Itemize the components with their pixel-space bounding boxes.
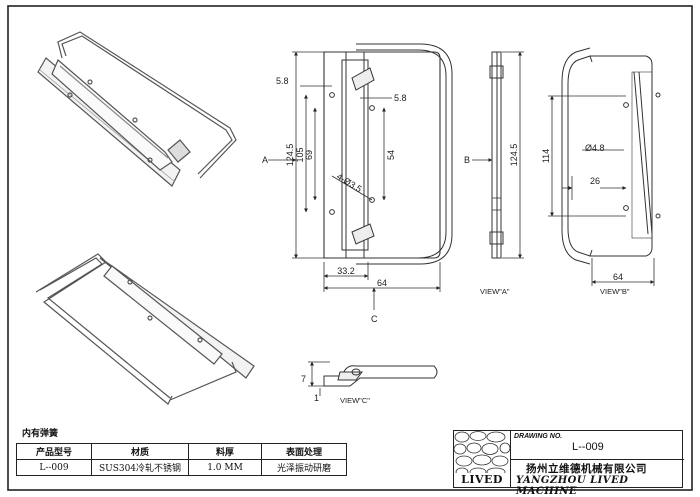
dim-54: 54 — [386, 150, 396, 160]
drawing-frame — [7, 5, 693, 491]
isometric-view-top — [37, 31, 237, 187]
front-view-dimensions — [268, 51, 441, 310]
company-name-en: YANGZHOU LIVED MACHINE — [516, 475, 629, 497]
spec-header-thickness: 料厚 — [188, 443, 262, 460]
spec-value-model: L--009 — [16, 459, 92, 476]
company-logo: LIVED — [454, 431, 511, 487]
dim-114: 114 — [541, 149, 551, 163]
marker-b: B — [464, 155, 470, 165]
dim-holes: 4-Ø3.5 — [335, 171, 364, 194]
drawing-no-value: L--009 — [572, 441, 604, 453]
dim-64-front: 64 — [377, 278, 387, 288]
dim-33-2: 33.2 — [337, 266, 355, 276]
title-block: LIVED DRAWING NO. L--009 扬州立维德机械有限公司 YAN… — [453, 430, 684, 497]
dim-64-back: 64 — [613, 272, 623, 282]
stone-pattern-icon — [454, 431, 510, 477]
back-view-b — [561, 47, 661, 265]
dim-26: 26 — [590, 176, 600, 186]
dim-dia-4-8: Ø4.8 — [585, 143, 605, 153]
title-block-divider — [510, 459, 684, 460]
marker-c: C — [371, 314, 378, 324]
logo-text: LIVED — [454, 473, 510, 486]
isometric-view-bottom — [35, 253, 255, 405]
dim-105: 105 — [295, 147, 305, 162]
spec-value-thickness: 1.0 MM — [188, 459, 262, 476]
dim-7: 7 — [301, 374, 306, 384]
spec-header-finish: 表面处理 — [261, 443, 347, 460]
marker-a: A — [262, 155, 268, 165]
spec-value-row: L--009 SUS304冷轧不锈钢 1.0 MM 光泽振动研磨 — [16, 459, 347, 476]
dim-5-8-right: 5.8 — [394, 93, 407, 103]
spec-header-row: 产品型号 材质 料厚 表面处理 — [16, 443, 347, 460]
view-a-label: VIEW"A" — [480, 287, 510, 296]
view-c-dimensions — [308, 361, 330, 396]
dim-1: 1 — [314, 393, 319, 403]
company-name-cn: 扬州立维德机械有限公司 — [526, 463, 647, 475]
view-b-label: VIEW"B" — [600, 287, 630, 296]
spec-header-material: 材质 — [91, 443, 189, 460]
spec-header-model: 产品型号 — [16, 443, 92, 460]
view-c — [323, 365, 438, 387]
dim-124-5-side: 124.5 — [509, 144, 519, 167]
front-view — [323, 43, 453, 265]
side-view-a — [489, 51, 504, 259]
drawing-no-label: DRAWING NO. — [514, 433, 563, 440]
dim-124-5: 124.5 — [285, 144, 295, 167]
side-view-a-dimensions — [472, 51, 524, 259]
spec-value-material: SUS304冷轧不锈钢 — [91, 459, 189, 476]
dim-69: 69 — [304, 150, 314, 160]
dim-5-8-left: 5.8 — [276, 76, 289, 86]
view-c-label: VIEW"C" — [340, 396, 370, 405]
spec-value-finish: 光泽振动研磨 — [261, 459, 347, 476]
back-view-b-dimensions — [548, 95, 655, 286]
note-spring-inside: 内有弹簧 — [22, 429, 59, 439]
spec-table: 产品型号 材质 料厚 表面处理 L--009 SUS304冷轧不锈钢 1.0 M… — [16, 443, 347, 476]
